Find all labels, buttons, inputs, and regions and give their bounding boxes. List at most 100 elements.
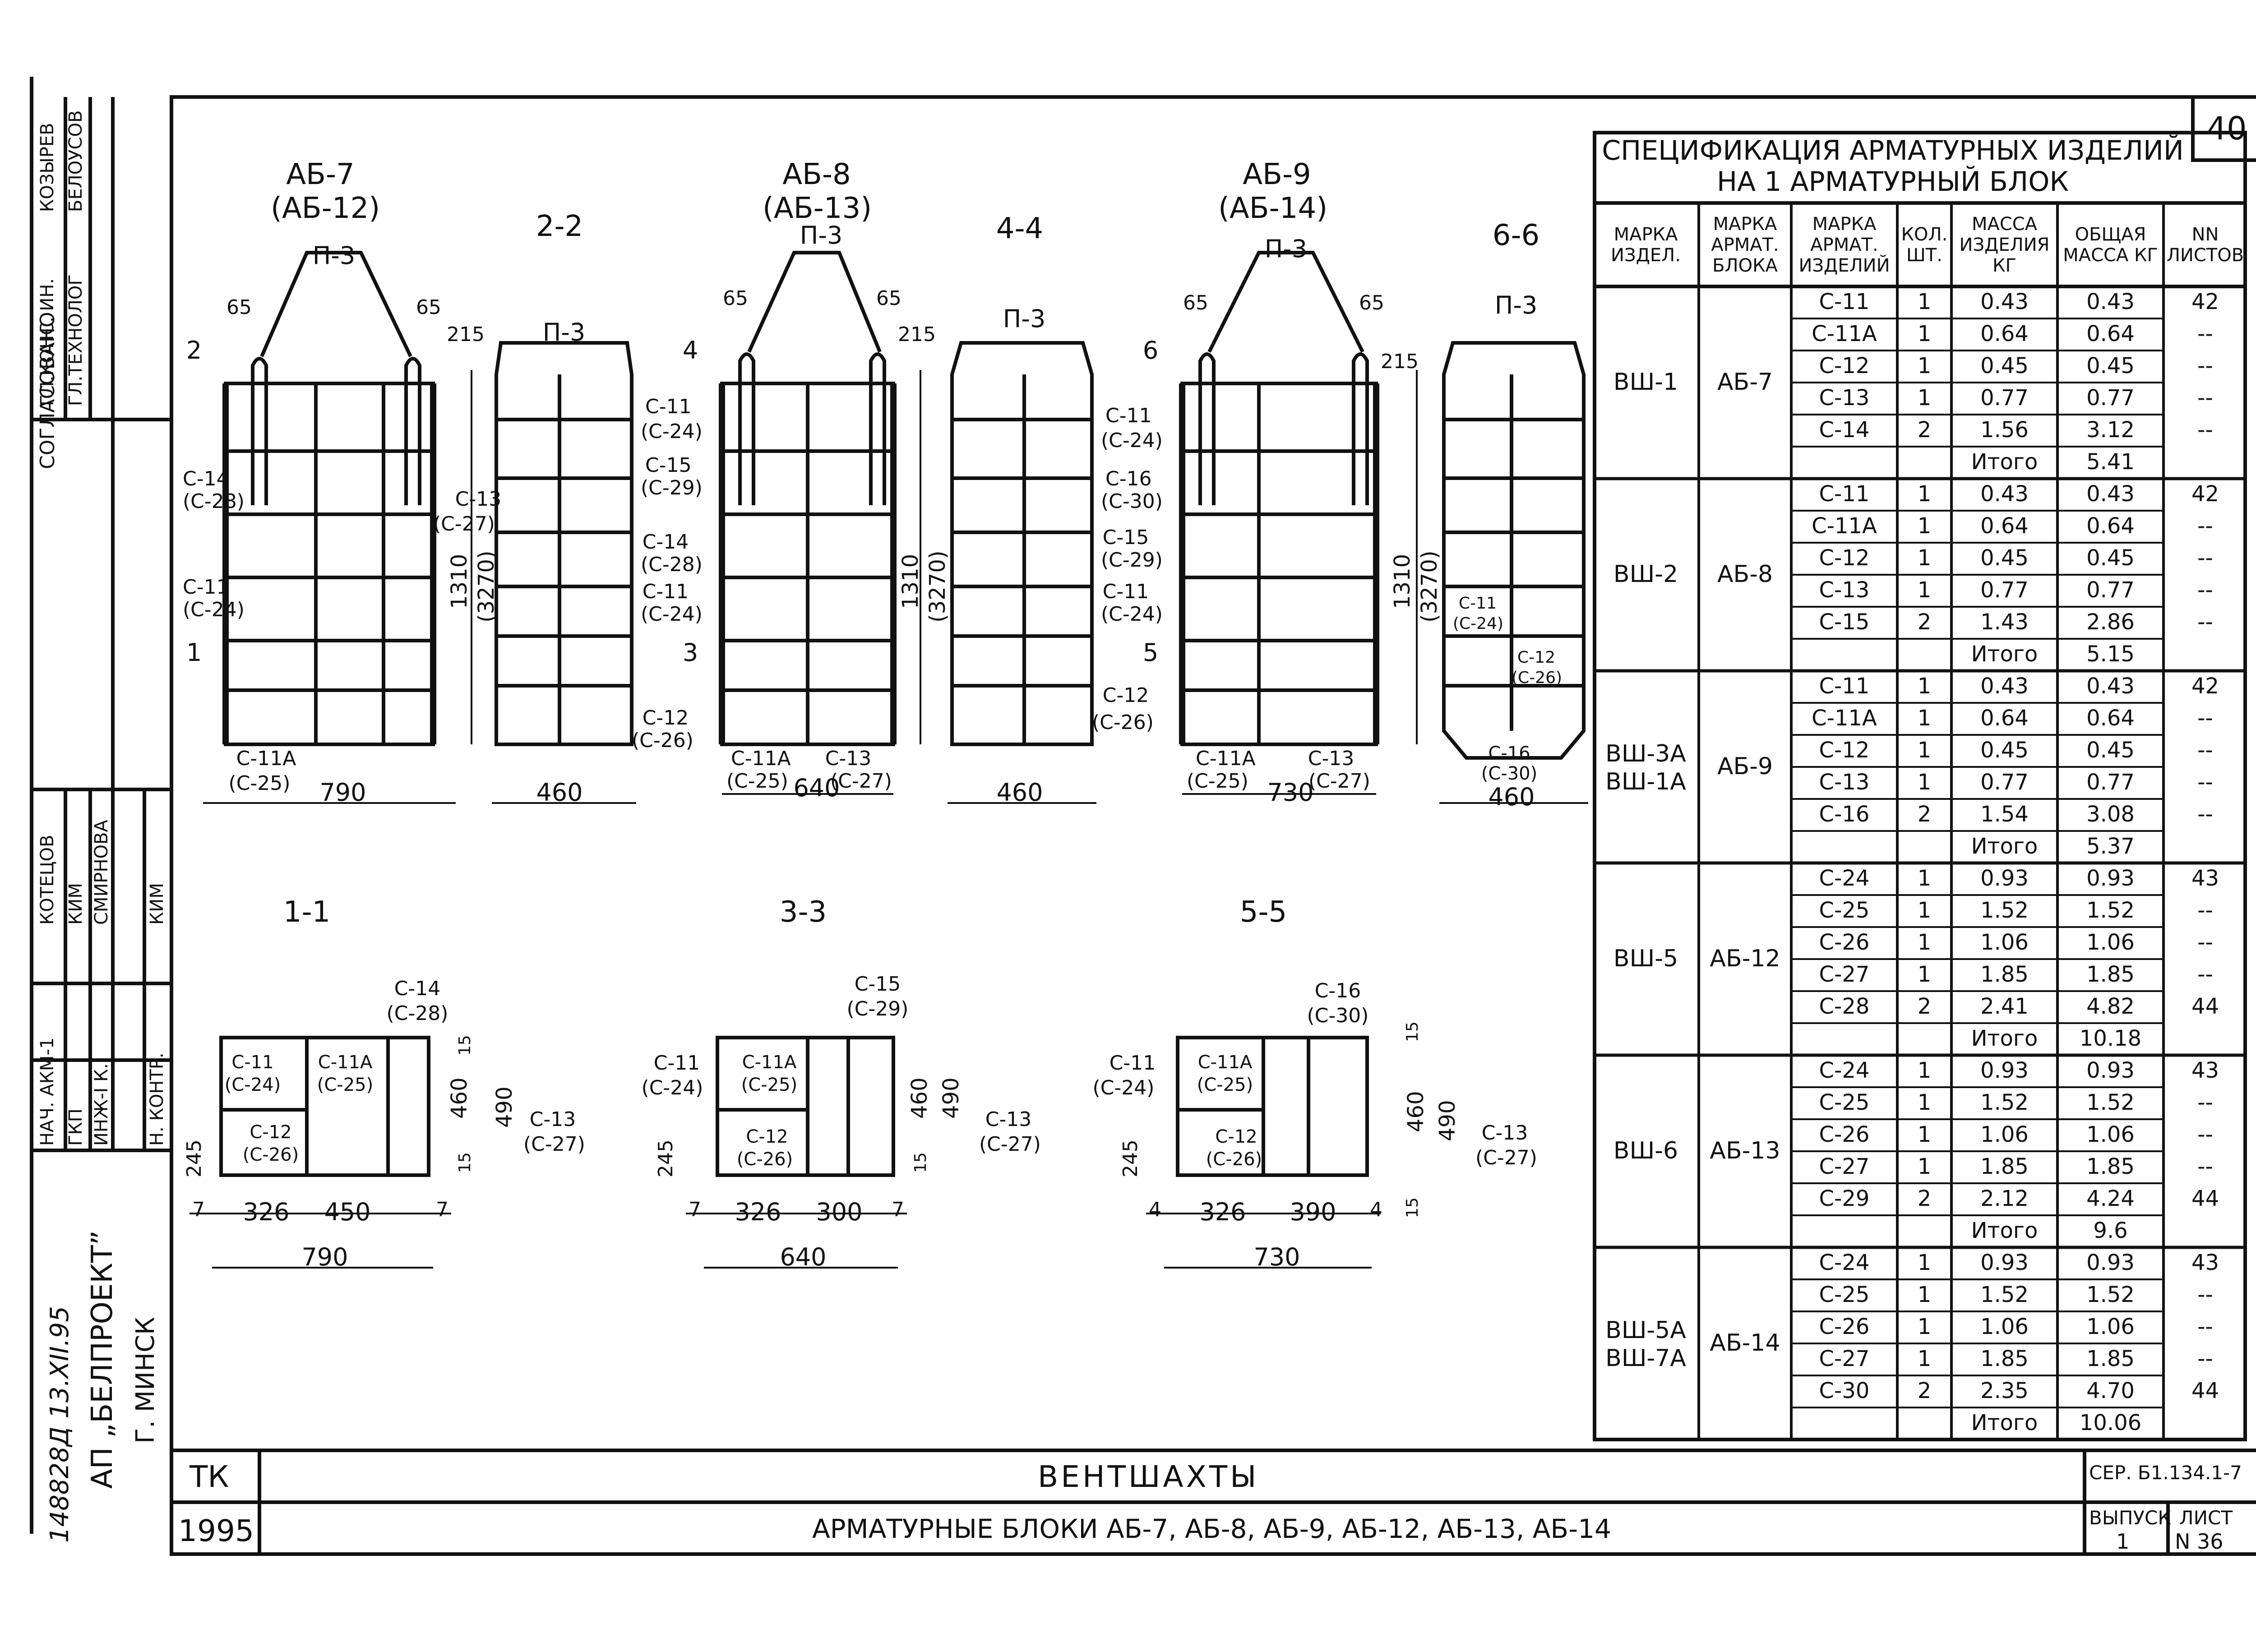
spec-cell: 1 (1917, 738, 1932, 763)
spec-cell: 1 (1917, 577, 1932, 603)
callout-c14-r: С-14 (642, 531, 689, 554)
dim-65-left-ab8: 65 (723, 287, 748, 310)
spec-total-value: 9.6 (2093, 1218, 2128, 1243)
spec-total-label: Итого (1971, 449, 2038, 475)
spec-cell: 1.06 (1980, 930, 2029, 955)
spec-cell: 0.64 (1980, 513, 2029, 539)
spec-cell: 0.77 (1980, 385, 2029, 411)
callout-c-c27: (С-27) (1308, 770, 1370, 793)
spec-cell: 1 (1917, 898, 1932, 923)
spec-h-armat: МАРКА АРМАТ. ИЗДЕЛИЙ (1798, 213, 1890, 276)
spec-cell: С-15 (1819, 609, 1870, 635)
spec-cell: 0.64 (1980, 706, 2029, 731)
tb-issue: 1 (2116, 1529, 2130, 1554)
dim-215-ab9: 215 (1381, 350, 1419, 373)
spec-h-block: МАРКА АРМАТ. БЛОКА (1711, 213, 1779, 276)
spec-cell: 0.64 (2086, 706, 2135, 731)
front-views (203, 251, 1588, 804)
spec-cell: С-28 (1819, 994, 1870, 1019)
sec3-top: С-15 (854, 973, 901, 996)
spec-cell: 4.24 (2086, 1186, 2135, 1211)
spec-cell: 2.86 (2086, 609, 2135, 635)
spec-cell: 1.52 (1980, 1090, 2029, 1115)
spec-cell: 1 (1917, 1314, 1932, 1339)
spec-cell: 2 (1917, 609, 1932, 635)
spec-cell: -- (2197, 545, 2213, 571)
spec-cell: -- (2197, 962, 2213, 987)
sec3-right: С-13 (985, 1108, 1032, 1131)
sec1-top: С-14 (394, 977, 441, 1000)
spec-cell: С-27 (1819, 1154, 1870, 1179)
spec-cell: 0.93 (2086, 866, 2135, 891)
spec-group-block: АБ-14 (1710, 1329, 1780, 1357)
view-title-ab8: АБ-8 (782, 158, 851, 191)
tb-year: 1995 (178, 1514, 254, 1548)
sec5-w1: 326 (1199, 1198, 1246, 1226)
sec3-w1: 326 (735, 1198, 781, 1226)
spec-cell: 0.45 (2086, 545, 2135, 571)
spec-total-label: Итого (1971, 1218, 2038, 1243)
spec-cell: 4.82 (2086, 994, 2135, 1019)
sec3-w: 640 (780, 1243, 827, 1271)
section-mark-1: 1 (186, 638, 202, 667)
spec-cell: С-27 (1819, 1346, 1870, 1371)
spec-cell: С-11 (1819, 481, 1870, 507)
loop-label-ab9: П-3 (1264, 235, 1308, 263)
spec-group-izdel: ВШ-2 (1613, 561, 1678, 588)
spec-cell: -- (2197, 738, 2213, 763)
section-mark-4: 4 (682, 336, 698, 365)
spec-h-total: ОБЩАЯ МАССА КГ (2063, 224, 2158, 266)
spec-cell: 1.56 (1980, 417, 2029, 443)
spec-group-izdel: ВШ-1 (1613, 369, 1678, 396)
section-loop-4-4: П-3 (1003, 305, 1046, 333)
spec-cell: 0.77 (1980, 577, 2029, 603)
spec-cell: 43 (2191, 1058, 2219, 1083)
callout-c25: (С-25) (228, 772, 291, 795)
spec-cell: -- (2197, 930, 2213, 955)
callout-b-c15: С-15 (645, 454, 692, 477)
sec3-left: С-11 (653, 1052, 700, 1075)
spec-cell: 0.93 (2086, 1250, 2135, 1275)
spec-total-value: 10.06 (2079, 1410, 2142, 1435)
callout-c14: С-14 (183, 467, 229, 490)
spec-cell: С-13 (1819, 385, 1870, 411)
spec-cell: 1 (1917, 1058, 1932, 1083)
sec5-h: 490 (1435, 1100, 1460, 1141)
spec-h-qty: КОЛ. ШТ. (1901, 224, 1948, 266)
spec-cell: 1.06 (2086, 930, 2135, 955)
sec5-low: С-12 (1215, 1126, 1257, 1147)
callout-b-c25: (С-25) (726, 770, 788, 793)
spec-cell: 1 (1917, 1282, 1932, 1307)
dim-width-ab7: 790 (319, 778, 366, 807)
spec-cell: 1.85 (1980, 1154, 2029, 1179)
sec5-s-bot: 15 (1403, 1197, 1422, 1218)
dim-65-right-ab9: 65 (1359, 291, 1384, 314)
callout-c11: С-11 (183, 576, 229, 599)
callout-c-c26-in: (С-26) (1512, 669, 1563, 687)
dim-width-ab9: 730 (1267, 778, 1314, 807)
sec1-w1: 326 (243, 1198, 290, 1226)
spec-header: МАРКА ИЗДЕЛ. МАРКА АРМАТ. БЛОКА МАРКА АР… (1593, 203, 2247, 286)
spec-cell: 1 (1917, 513, 1932, 539)
section-title-5-5: 5-5 (1239, 895, 1287, 929)
callout-b-c24: (С-24) (641, 420, 703, 443)
callout-b-c13: С-13 (825, 747, 872, 770)
callout-c-c11: С-11 (1105, 404, 1152, 427)
dim-65-left-ab7: 65 (227, 296, 252, 319)
spec-cell: С-12 (1819, 545, 1870, 571)
spec-cell: 2 (1917, 802, 1932, 827)
